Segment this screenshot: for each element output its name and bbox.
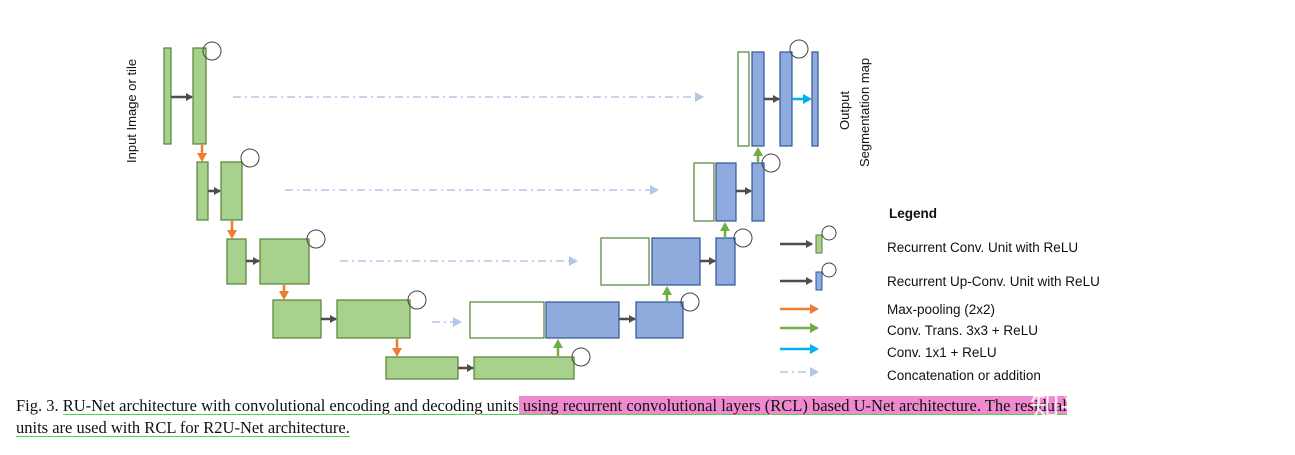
recurrent-loop-icon [240, 148, 260, 168]
recurrent-loop-icon [202, 41, 222, 61]
decoder-block-4b [635, 301, 684, 339]
segmentation-map-label: Segmentation map [857, 58, 872, 167]
concat-block-level-1 [737, 51, 750, 147]
encoder-block-4a [272, 299, 322, 339]
decoder-path [469, 51, 819, 339]
legend-item-label: Conv. Trans. 3x3 + ReLU [887, 323, 1038, 338]
decoder-block-2b [751, 162, 765, 222]
concat-block-level-2 [693, 162, 715, 222]
legend-item-label: Conv. 1x1 + ReLU [887, 345, 997, 360]
concat-block-level-3 [600, 237, 650, 286]
conv-arrows [171, 93, 780, 372]
recurrent-loop-icon [789, 39, 809, 59]
encoder-block-4b [336, 299, 411, 339]
encoder-block-3a [226, 238, 247, 285]
legend-title: Legend [889, 206, 937, 221]
legend-item-label: Concatenation or addition [887, 368, 1041, 383]
legend: Legend Recurrent Conv. Unit with ReLU Re… [780, 206, 1100, 383]
concat-block-level-4 [469, 301, 545, 339]
recurrent-loop-icon [680, 292, 700, 312]
recurrent-loop-icon [733, 228, 753, 248]
decoder-block-4a [545, 301, 620, 339]
output-label: Output [837, 91, 852, 130]
recurrent-loop-icon [761, 153, 781, 173]
decoder-block-1b [779, 51, 793, 147]
encoder-block-2a [196, 161, 209, 221]
recurrent-loop-icon [571, 347, 591, 367]
encoder-block-3b [259, 238, 310, 285]
encoder-block-2b [220, 161, 243, 221]
decoder-block-2a [715, 162, 737, 222]
decoder-block-1a [751, 51, 765, 147]
skip-connections [233, 92, 704, 327]
output-block [811, 51, 819, 147]
caption-second-line: units are used with RCL for R2U-Net arch… [16, 418, 350, 437]
input-label: Input Image or tile [124, 59, 139, 163]
encoder-block-input [163, 47, 172, 145]
recurrent-upconv-unit-icon [780, 262, 837, 291]
decoder-block-3b [715, 237, 736, 286]
decoder-block-3a [651, 237, 701, 286]
bottleneck-block-b [473, 356, 575, 380]
maxpool-arrows [197, 145, 402, 357]
bottleneck-block-a [385, 356, 459, 380]
legend-item-label: Recurrent Up-Conv. Unit with ReLU [887, 274, 1100, 289]
upconv-arrows [553, 147, 763, 356]
recurrent-loop-icon [407, 290, 427, 310]
caption-prefix: Fig. 3. [16, 396, 63, 415]
figure-caption: Fig. 3. RU-Net architecture with convolu… [16, 395, 1286, 439]
legend-item-label: Recurrent Conv. Unit with ReLU [887, 240, 1078, 255]
recurrent-conv-unit-icon [780, 225, 837, 254]
caption-underlined-text: RU-Net architecture with convolutional e… [62, 396, 519, 415]
encoder-path [163, 47, 575, 380]
caption-highlighted-text: using recurrent convolutional layers (RC… [518, 396, 1067, 415]
encoder-block-1 [192, 47, 207, 145]
watermark: 知乎 @Albert [1030, 390, 1220, 425]
recurrent-loops [202, 39, 809, 367]
legend-item-label: Max-pooling (2x2) [887, 302, 995, 317]
recurrent-loop-icon [306, 229, 326, 249]
